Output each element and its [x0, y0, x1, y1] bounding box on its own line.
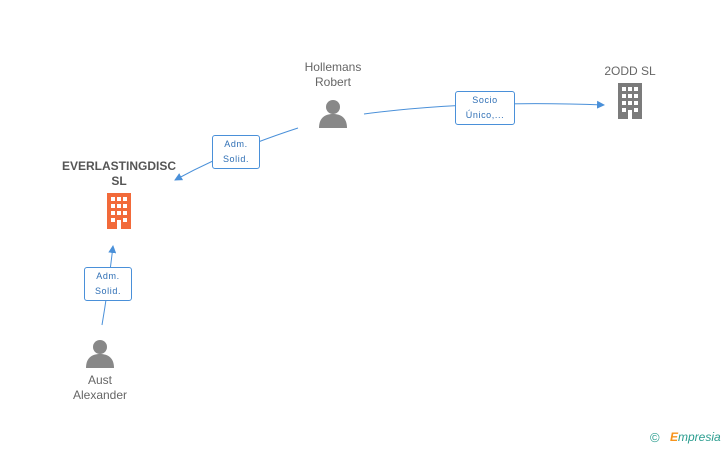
- node-label: 2ODD SL: [604, 64, 656, 78]
- person-icon: [319, 100, 347, 128]
- node-label: Aust: [87, 373, 112, 387]
- node-label: Hollemans: [304, 60, 362, 74]
- edge-label-line: Socio: [472, 95, 498, 105]
- edge-label-line: Solid.: [222, 154, 250, 164]
- edge-label-line: Adm.: [96, 271, 120, 281]
- edge-label-adm-solid[interactable]: Adm. Solid.: [84, 267, 132, 301]
- node-label: Alexander: [72, 388, 128, 402]
- node-everlastingdisc-sl[interactable]: EVERLASTINGDISC SL: [54, 159, 184, 234]
- brand-rest: mpresia: [678, 430, 721, 444]
- node-hollemans-robert[interactable]: Hollemans Robert: [288, 60, 378, 133]
- node-aust-alexander[interactable]: Aust Alexander: [58, 338, 142, 403]
- node-label: SL: [111, 174, 127, 188]
- edge-label-adm-solid[interactable]: Adm. Solid.: [212, 135, 260, 169]
- empresia-logo: Empresia: [670, 430, 721, 444]
- brand-initial: E: [670, 430, 679, 444]
- person-icon: [86, 340, 114, 368]
- node-2odd-sl[interactable]: 2ODD SL: [590, 64, 670, 124]
- node-label: EVERLASTINGDISC: [61, 159, 176, 173]
- edge-label-line: Adm.: [224, 139, 248, 149]
- edge-label-line: Único,...: [465, 110, 505, 120]
- edge-label-socio-unico[interactable]: Socio Único,...: [455, 91, 515, 125]
- building-icon: [618, 83, 642, 119]
- edge-label-line: Solid.: [94, 286, 122, 296]
- node-label: Robert: [314, 75, 352, 89]
- building-icon: [107, 193, 131, 229]
- copyright-symbol: ©: [650, 430, 660, 445]
